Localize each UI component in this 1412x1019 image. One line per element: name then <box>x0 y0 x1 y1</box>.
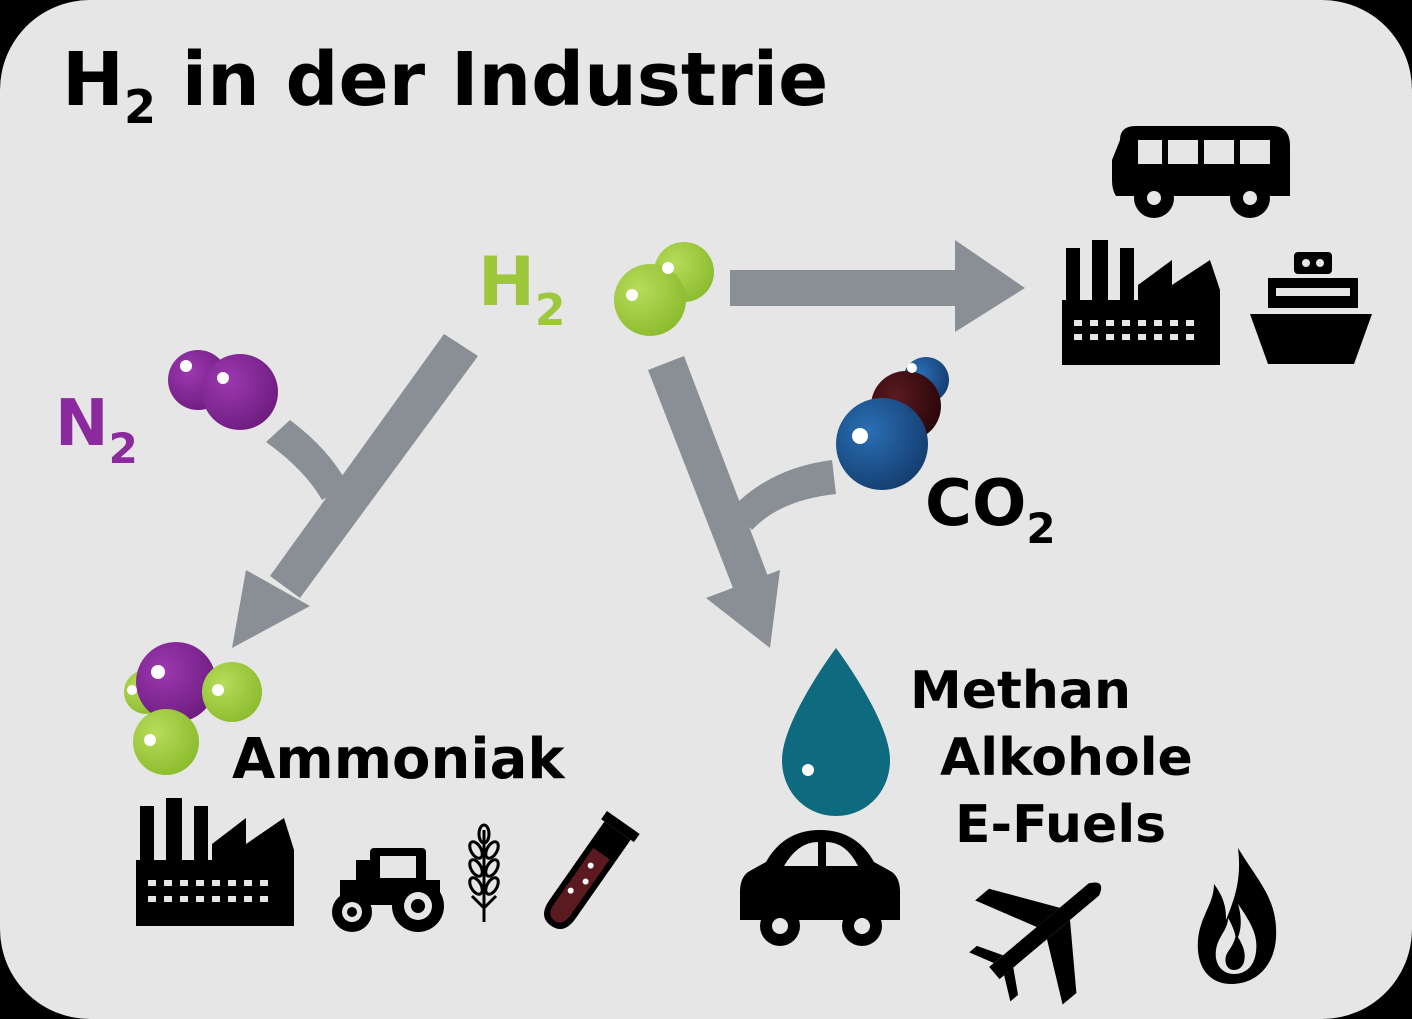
title-h: H <box>62 37 124 123</box>
arrow-n2-branch <box>266 420 348 500</box>
title-sub: 2 <box>124 80 156 134</box>
co2-label: CO2 <box>925 467 1056 553</box>
n2-molecule <box>168 350 278 430</box>
arrow-h2-to-ammonia <box>232 334 478 648</box>
car-icon <box>740 830 900 946</box>
drop-icon <box>782 648 890 816</box>
n2-label: N2 <box>55 387 138 473</box>
tractor-icon <box>332 848 444 932</box>
test-tube-icon <box>544 811 640 929</box>
airplane-icon <box>969 882 1102 1005</box>
h2-label: H2 <box>478 243 566 336</box>
fuel-methan: Methan <box>910 661 1131 721</box>
arrow-h2-to-industry <box>730 240 1025 332</box>
flame-icon <box>1197 848 1277 984</box>
fuel-efuels: E-Fuels <box>955 795 1166 855</box>
fuel-alkohole: Alkohole <box>940 728 1193 788</box>
title-rest: in der Industrie <box>156 37 828 123</box>
factory-icon-bottom <box>136 798 294 926</box>
bus-icon <box>1112 126 1290 218</box>
ship-icon <box>1250 252 1372 364</box>
co2-molecule <box>836 357 949 490</box>
ammonia-label: Ammoniak <box>232 727 566 792</box>
arrows <box>232 240 1025 648</box>
arrow-h2-to-fuels <box>648 356 780 648</box>
h2-molecule <box>614 242 714 336</box>
ammonia-molecule <box>124 642 262 775</box>
wheat-icon <box>468 823 500 922</box>
page-title: H2 in der Industrie <box>62 37 828 134</box>
arrow-co2-branch <box>732 460 836 530</box>
factory-icon <box>1062 240 1220 365</box>
